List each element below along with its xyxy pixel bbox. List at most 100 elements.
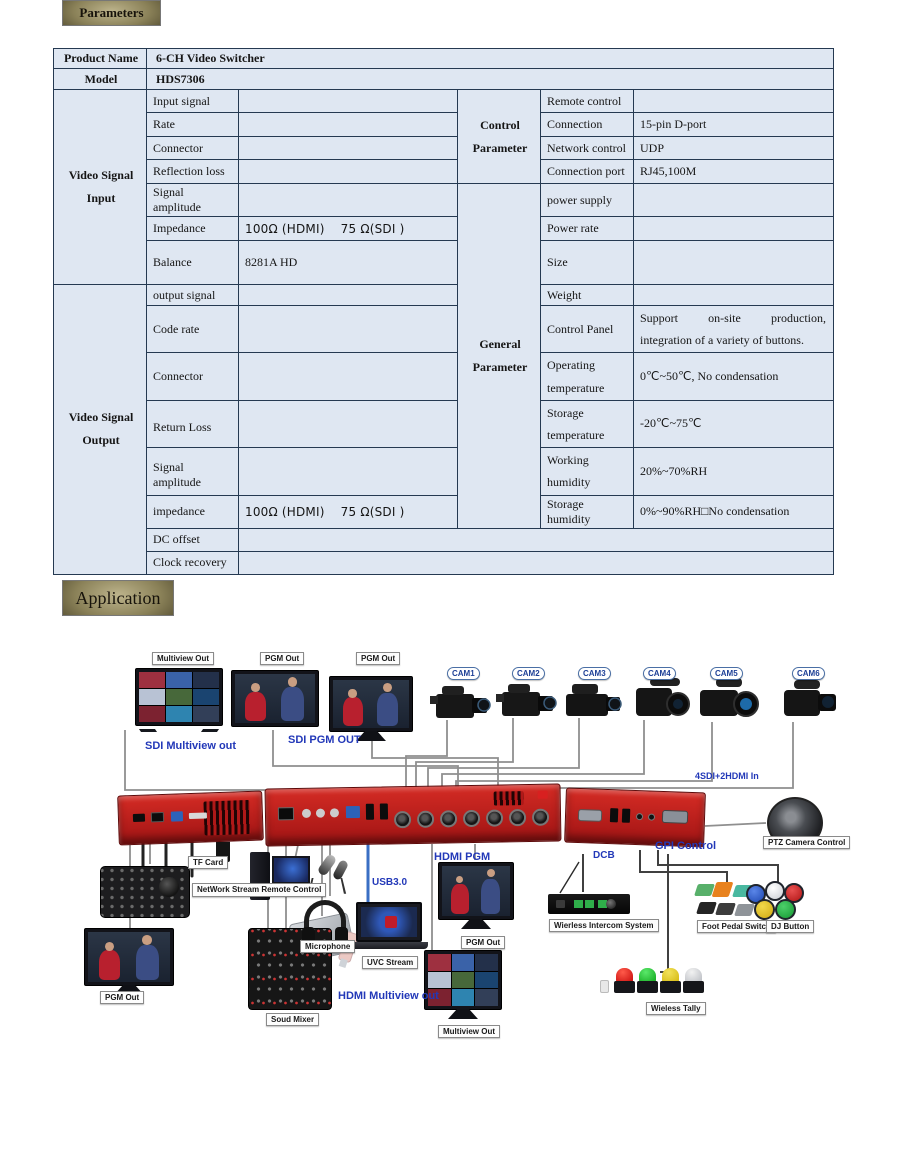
video-switcher-rear-right bbox=[564, 787, 706, 848]
param-value-cell: Support on-site production, integration … bbox=[633, 304, 834, 354]
sdi-pgm-out-text: SDI PGM OUT bbox=[288, 734, 361, 746]
network-stream-remote-label: NetWork Stream Remote Control bbox=[192, 883, 327, 897]
param-label-cell: Connector bbox=[146, 352, 239, 401]
ptz-camera-control-label: PTZ Camera Control bbox=[763, 836, 851, 849]
param-value-cell bbox=[633, 284, 834, 306]
product-name-value: 6-CH Video Switcher bbox=[146, 48, 834, 69]
camera-illustration bbox=[700, 678, 759, 717]
sdi-hdmi-in-text: 4SDI+2HDMI In bbox=[695, 771, 759, 781]
param-label-cell: output signal bbox=[146, 284, 239, 306]
param-value-cell: RJ45,100M bbox=[633, 159, 834, 184]
cam1-label: CAM1 bbox=[447, 667, 480, 680]
model-value: HDS7306 bbox=[146, 68, 834, 90]
foot-pedal-illustration bbox=[694, 882, 755, 920]
camera-illustration bbox=[430, 686, 491, 718]
cam6-label: CAM6 bbox=[792, 667, 825, 680]
group-control-parameter: Control Parameter bbox=[457, 89, 541, 184]
param-label-cell: Signal amplitude bbox=[146, 447, 239, 496]
product-name-label: Product Name bbox=[53, 48, 147, 69]
cam3-label: CAM3 bbox=[578, 667, 611, 680]
cam5-label: CAM5 bbox=[710, 667, 743, 680]
wireless-tally-label: Wieless Tally bbox=[646, 1002, 706, 1015]
param-label-cell: Return Loss bbox=[146, 399, 239, 449]
param-label-cell: Power rate bbox=[540, 216, 634, 241]
param-label-cell: Signal amplitude bbox=[146, 183, 239, 217]
param-value-cell bbox=[238, 527, 834, 552]
group-general-parameter: General Parameter bbox=[457, 183, 541, 529]
param-value-cell bbox=[238, 159, 458, 184]
camera-illustration bbox=[496, 684, 557, 716]
intercom-system-illustration bbox=[548, 894, 630, 914]
param-value-cell bbox=[238, 136, 458, 160]
param-value-cell: UDP bbox=[633, 136, 834, 160]
pgm-monitor bbox=[329, 676, 413, 741]
hdmi-pgm-text: HDMI PGM bbox=[434, 851, 491, 863]
param-label-cell: Connection port bbox=[540, 159, 634, 184]
dj-button-label: DJ Button bbox=[766, 920, 815, 933]
parameters-heading: Parameters bbox=[62, 0, 161, 26]
param-label-cell: Input signal bbox=[146, 89, 239, 113]
param-value-cell bbox=[633, 183, 834, 217]
param-label-cell: DC offset bbox=[146, 527, 239, 552]
param-value-cell: 20%~70%RH bbox=[633, 447, 834, 496]
model-label: Model bbox=[53, 68, 147, 90]
cam4-label: CAM4 bbox=[643, 667, 676, 680]
param-value-cell bbox=[238, 399, 458, 449]
param-label-cell: Remote control bbox=[540, 89, 634, 113]
param-label-cell: power supply bbox=[540, 183, 634, 217]
param-label-cell: Size bbox=[540, 240, 634, 285]
top-multiview-label: Multiview Out bbox=[152, 652, 214, 665]
multiview-monitor bbox=[135, 668, 223, 726]
application-heading: Application bbox=[62, 580, 174, 616]
camera-illustration bbox=[636, 678, 690, 716]
param-label-cell: impedance bbox=[146, 494, 239, 529]
param-value-cell bbox=[633, 240, 834, 285]
param-value-cell bbox=[238, 304, 458, 354]
param-value-cell bbox=[238, 89, 458, 113]
usb3-text: USB3.0 bbox=[372, 877, 408, 888]
param-value-cell: -20℃~75℃ bbox=[633, 399, 834, 449]
camera-illustration bbox=[784, 680, 836, 716]
application-diagram: Multiview Out PGM Out PGM Out SDI Multiv… bbox=[0, 640, 900, 1120]
desktop-monitor-illustration bbox=[272, 856, 310, 884]
param-label-cell: Impedance bbox=[146, 216, 239, 241]
param-label-cell: Working humidity bbox=[540, 447, 634, 496]
dcb-text: DCB bbox=[593, 850, 615, 861]
param-value-cell bbox=[238, 447, 458, 496]
param-value-cell bbox=[633, 89, 834, 113]
param-label-cell: Reflection loss bbox=[146, 159, 239, 184]
pgm-monitor bbox=[231, 670, 319, 727]
foot-pedal-switch-label: Foot Pedal Switch bbox=[697, 920, 776, 933]
keyboard-controller-illustration bbox=[100, 866, 190, 918]
param-label-cell: Connector bbox=[146, 136, 239, 160]
gpi-control-text: GPI Control bbox=[655, 840, 717, 852]
video-switcher-rear-center bbox=[264, 783, 562, 847]
pgm-out-label: PGM Out bbox=[100, 991, 145, 1004]
pgm-monitor-label: PGM Out bbox=[260, 652, 305, 665]
param-value-cell: 0℃~50℃, No condensation bbox=[633, 352, 834, 401]
param-value-cell: 0%~90%RH□No condensation bbox=[633, 494, 834, 529]
param-label-cell: Rate bbox=[146, 112, 239, 137]
param-label-cell: Operating temperature bbox=[540, 352, 634, 401]
hdmi-multiview-out-text: HDMI Multiview out bbox=[338, 990, 439, 1002]
param-label-cell: Weight bbox=[540, 284, 634, 306]
laptop-illustration bbox=[350, 902, 428, 949]
param-value-cell bbox=[238, 550, 834, 575]
pgm-out-label: PGM Out bbox=[461, 936, 506, 949]
param-label-cell: Control Panel bbox=[540, 304, 634, 354]
camera-illustration bbox=[566, 684, 622, 716]
param-value-cell: 100Ω (HDMI) 75 Ω(SDI ) bbox=[238, 494, 458, 529]
spec-table: Product Name 6-CH Video Switcher Model H… bbox=[53, 48, 834, 575]
param-label-cell: Clock recovery bbox=[146, 550, 239, 575]
param-value-cell bbox=[238, 352, 458, 401]
param-value-cell: 15-pin D-port bbox=[633, 112, 834, 137]
pgm-monitor bbox=[84, 928, 174, 995]
multiview-out-label: Multiview Out bbox=[438, 1025, 500, 1038]
param-value-cell bbox=[633, 216, 834, 241]
param-value-cell bbox=[238, 183, 458, 217]
param-label-cell: Code rate bbox=[146, 304, 239, 354]
microphone-label: Microphone bbox=[300, 940, 356, 953]
dj-button-illustration bbox=[746, 880, 806, 920]
param-label-cell: Storage temperature bbox=[540, 399, 634, 449]
param-value-cell bbox=[238, 284, 458, 306]
